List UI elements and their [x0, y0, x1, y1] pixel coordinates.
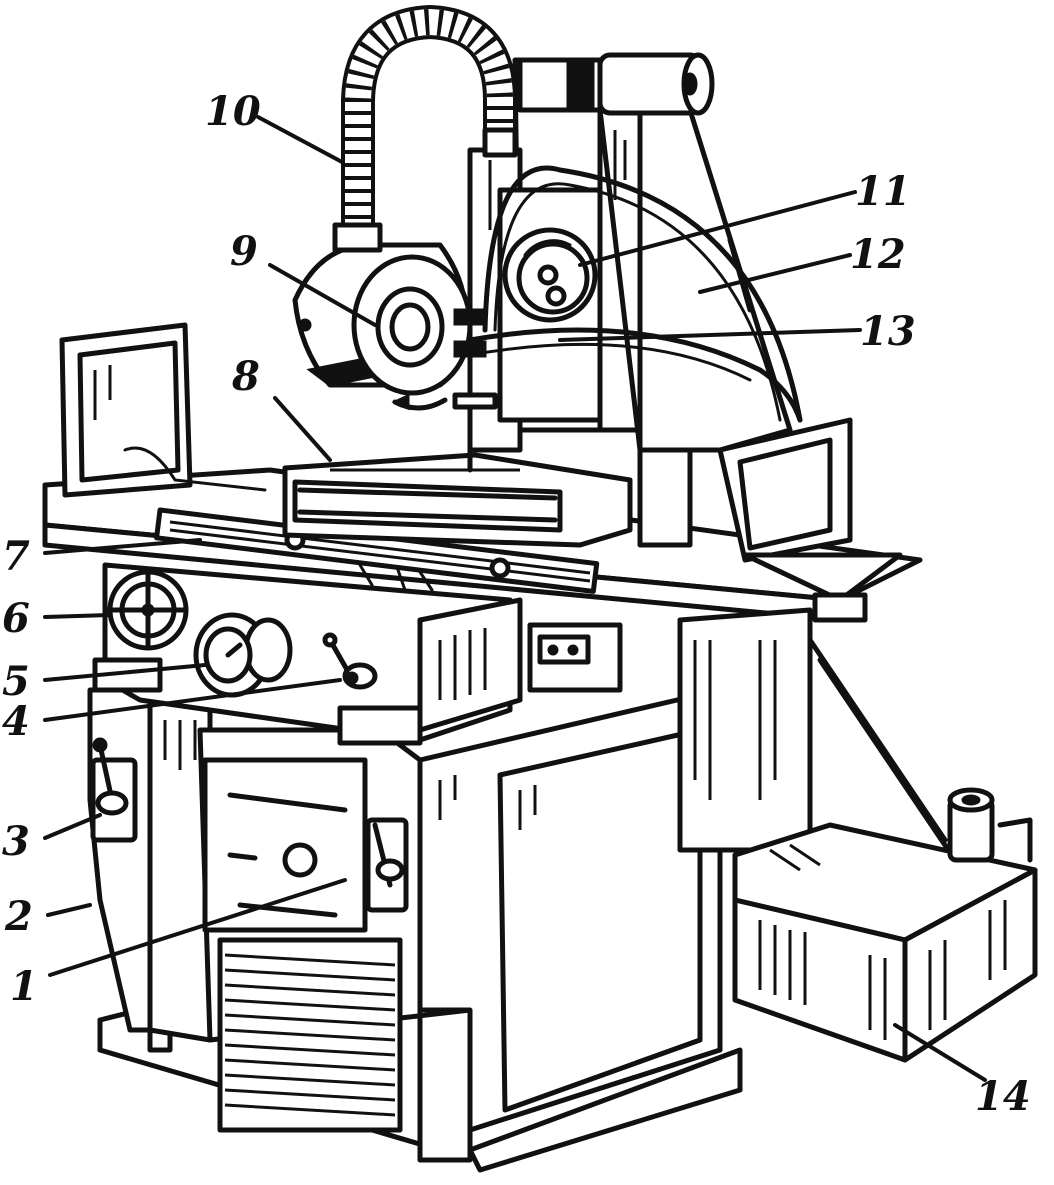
callout-label-2: 2	[4, 893, 33, 940]
left-pedestal	[87, 687, 213, 1043]
leader-5	[43, 663, 207, 682]
leader-4	[43, 678, 342, 722]
callout-label-7: 7	[2, 533, 30, 580]
callout-label-13: 13	[860, 308, 916, 355]
leader-12	[698, 253, 852, 294]
magnetic-chuck	[282, 452, 633, 548]
handwheel	[107, 569, 189, 651]
flexible-hose	[332, 4, 518, 253]
leader-1	[48, 878, 347, 977]
leader-3	[43, 813, 102, 840]
callout-label-3: 3	[2, 818, 30, 865]
callout-label-14: 14	[975, 1073, 1031, 1120]
leader-11	[578, 190, 857, 267]
callout-label-5: 5	[2, 658, 30, 705]
callout-label-12: 12	[850, 231, 906, 278]
callout-labels: 1 2 3 4 5 6 7 8 9 10 11 12 13 14	[2, 88, 1031, 1120]
wheel-head	[292, 147, 803, 473]
leader-8	[273, 396, 332, 462]
callout-label-1: 1	[10, 963, 38, 1010]
leader-6	[43, 613, 112, 619]
leader-7	[43, 538, 202, 555]
leader-2	[46, 903, 92, 917]
callout-label-6: 6	[2, 595, 30, 642]
leader-14	[893, 1023, 987, 1082]
callout-label-8: 8	[231, 353, 260, 400]
callout-label-9: 9	[230, 228, 258, 275]
leader-9	[268, 263, 377, 327]
callout-label-4: 4	[2, 698, 30, 745]
leader-10	[256, 115, 344, 164]
work-table	[42, 322, 923, 623]
leader-13	[558, 328, 862, 342]
feed-dial	[193, 612, 293, 698]
leader-lines	[43, 115, 987, 1082]
control-lever	[322, 632, 378, 690]
coolant-tank	[732, 787, 1038, 1063]
body-grille	[224, 953, 396, 1117]
callout-label-10: 10	[205, 88, 261, 135]
callout-label-11: 11	[855, 168, 911, 215]
